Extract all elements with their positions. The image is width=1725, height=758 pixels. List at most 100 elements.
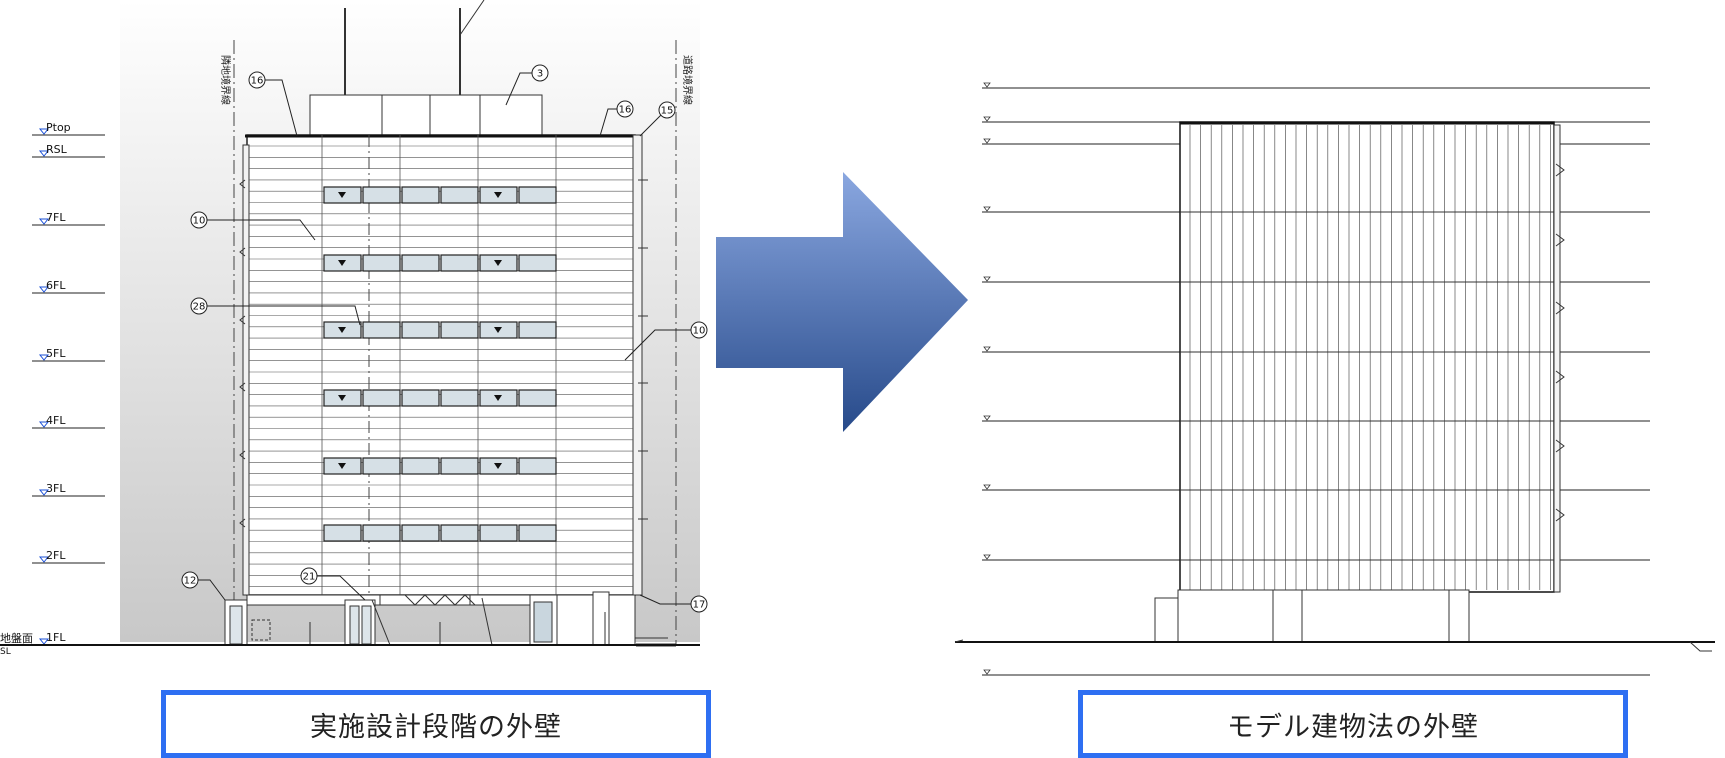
callout-circle [181,571,199,589]
model-level-marker-icon [983,138,991,144]
model-level-marker-icon [983,276,991,282]
sl-label: SL [0,647,11,657]
window-pane [440,389,479,407]
window-pane [479,524,518,542]
window-pane [362,186,401,204]
window-pane [401,389,440,407]
window-pane [440,254,479,272]
callout-circle [616,100,634,118]
level-marker-icon [38,556,50,563]
window-pane [440,457,479,475]
triangle-marker-icon [338,463,346,469]
callout-circle [658,101,676,119]
transition-arrow [716,172,968,432]
model-level-marker-icon [983,415,991,421]
callout-number: 3 [537,69,543,80]
model-level-marker-icon [983,82,991,88]
callout-number: 12 [184,576,197,587]
model-vertical-fins [1189,125,1551,590]
boundary-label-left: 隣地境界線 [219,55,232,105]
level-label: 6FL [46,279,66,292]
penthouse [309,94,543,136]
window-pane [401,254,440,272]
callout-circle [690,595,708,613]
side-column-right [632,134,643,596]
level-label: 3FL [46,482,66,495]
model-level-marker-icon [983,484,991,490]
callout-number: 16 [251,76,264,87]
callout-number: 28 [193,302,206,313]
window-pane [362,524,401,542]
callout-circle [690,321,708,339]
window-pane [401,186,440,204]
window-pane [518,389,557,407]
level-marker-icon [38,354,50,361]
level-label: Ptop [46,121,71,134]
level-marker-icon [38,218,50,225]
caption-left: 実施設計段階の外壁 [161,690,711,758]
triangle-marker-icon [494,260,502,266]
callout-circle [190,297,208,315]
window-pane [518,254,557,272]
callout-number: 15 [661,106,674,117]
building-facade [246,134,636,596]
callout-number: 17 [693,600,706,611]
window-pane [518,186,557,204]
right-elevation-drawing [954,82,1715,676]
side-column-left [242,144,250,596]
model-level-marker-icon [983,669,991,675]
level-label: 2FL [46,549,66,562]
boundary-label-right: 道路境界線 [681,55,694,105]
triangle-marker-icon [338,327,346,333]
window-pane [362,321,401,339]
level-marker-icon [38,150,50,157]
triangle-marker-icon [494,192,502,198]
triangle-marker-icon [338,395,346,401]
triangle-marker-icon [494,463,502,469]
model-level-marker-icon [983,554,991,560]
window-pane [401,524,440,542]
model-level-marker-icon [983,116,991,122]
model-level-marker-icon [983,346,991,352]
model-building [1179,121,1555,593]
window-pane [440,321,479,339]
level-marker-icon [38,286,50,293]
window-pane [440,186,479,204]
level-label: 5FL [46,347,66,360]
callout-number: 16 [619,105,632,116]
callout-number: 21 [303,572,316,583]
model-floor-lines [1180,211,1554,561]
window-pane [362,457,401,475]
model-edge-marks [1555,163,1565,522]
window-pane [323,524,362,542]
window-pane [518,321,557,339]
level-label: 1FL [46,631,66,644]
edge-ticks [239,179,648,528]
level-marker-icon [38,489,50,496]
triangle-marker-icon [338,192,346,198]
window-pane [440,524,479,542]
window-pane [401,321,440,339]
window-bands [323,186,557,542]
triangle-marker-icon [494,327,502,333]
window-pane [362,254,401,272]
facade-vertical-grid [321,135,557,595]
window-pane [518,524,557,542]
level-marker-icon [38,421,50,428]
level-label: RSL [46,143,68,156]
callout-circle [248,71,266,89]
level-marker-icon [38,638,50,645]
callout-circle [531,64,549,82]
triangle-marker-icon [494,395,502,401]
window-pane [362,389,401,407]
level-label: 7FL [46,211,66,224]
level-label: 4FL [46,414,66,427]
callout-circle [190,211,208,229]
model-ground-floor [1154,589,1470,643]
ground-label: 地盤面 [0,632,33,645]
callout-number: 10 [193,216,206,227]
callout-circle [300,567,318,585]
